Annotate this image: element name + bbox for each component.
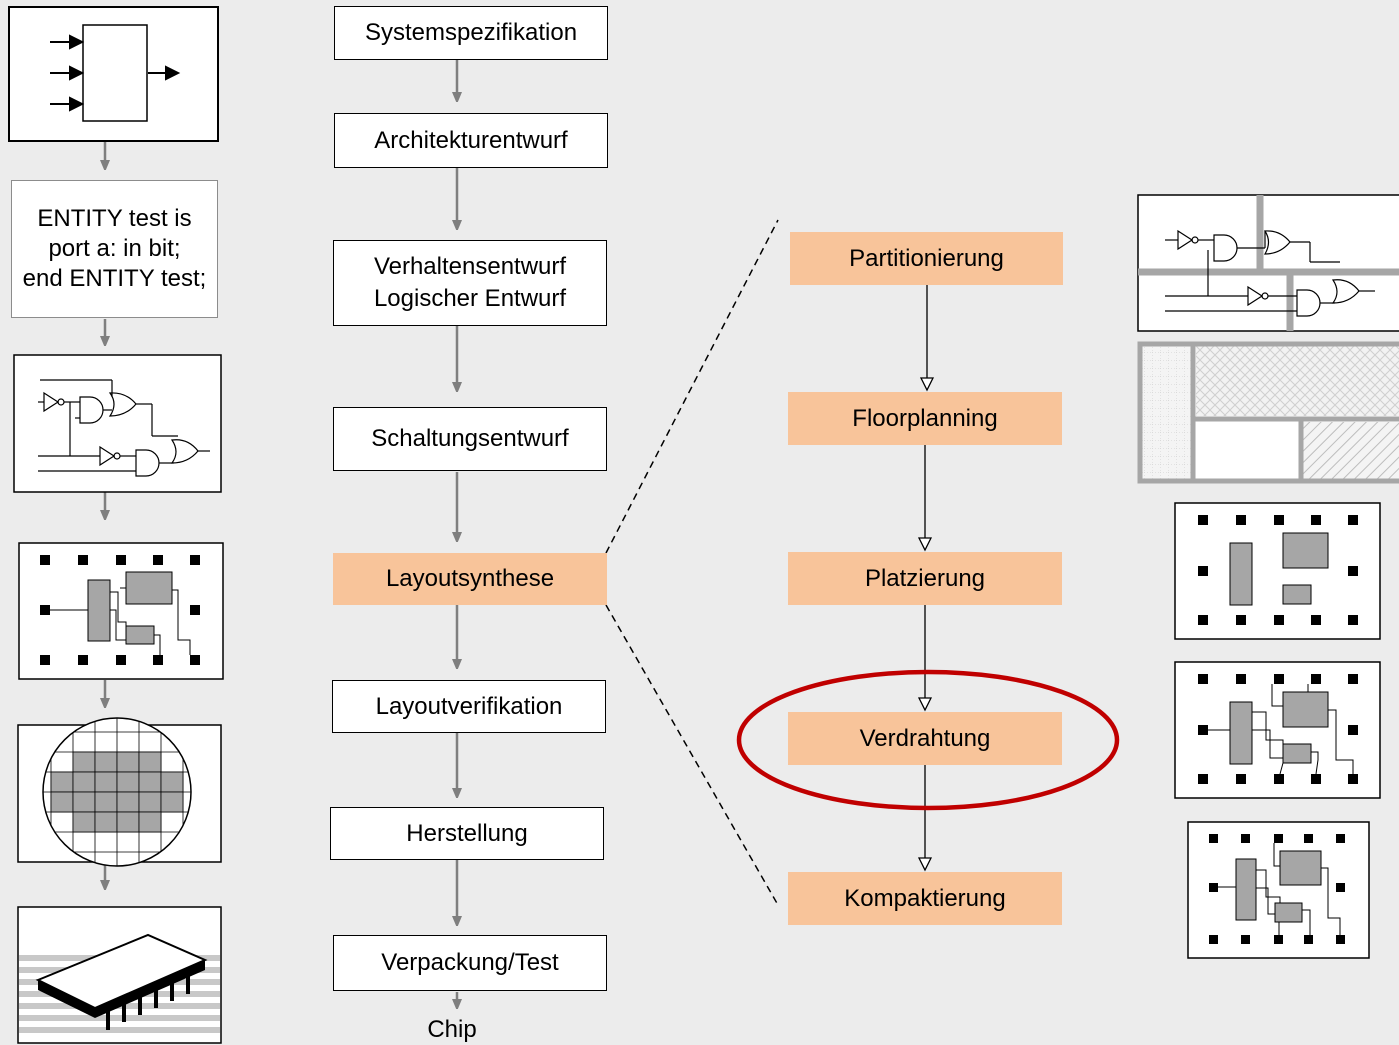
step-verpackung: Verpackung/Test — [333, 935, 607, 991]
step-architekturentwurf: Architekturentwurf — [334, 113, 608, 168]
step-layoutsynthese: Layoutsynthese — [333, 553, 607, 605]
wafer-picture — [17, 717, 222, 867]
synthesis-verdrahtung: Verdrahtung — [788, 712, 1062, 765]
zoom-lines — [605, 219, 779, 906]
gate-schematic-picture — [13, 354, 222, 493]
step-layoutverifikation: Layoutverifikation — [332, 680, 606, 733]
step-schaltungsentwurf: Schaltungsentwurf — [333, 407, 607, 471]
step-label: Layoutverifikation — [375, 692, 563, 720]
routed-layout-picture-1 — [1174, 661, 1381, 799]
step-systemspezifikation: Systemspezifikation — [334, 6, 608, 60]
step-label: Herstellung — [406, 819, 528, 847]
synthesis-platzierung: Platzierung — [788, 552, 1062, 605]
step-label: Architekturentwurf — [374, 126, 568, 154]
step-verhaltensentwurf: Verhaltensentwurf Logischer Entwurf — [333, 240, 607, 326]
compacted-layout-picture — [1187, 821, 1370, 959]
partitioned-schematic-picture — [1137, 194, 1399, 332]
placement-layout-picture-left — [18, 542, 224, 680]
step-label: Verpackung/Test — [381, 949, 559, 976]
packaged-chip-picture — [17, 906, 222, 1044]
synthesis-label: Verdrahtung — [859, 724, 991, 752]
synthesis-label: Platzierung — [864, 564, 986, 592]
highlight-ellipse — [736, 669, 1120, 811]
chip-label: Chip — [427, 1016, 477, 1043]
synthesis-label: Partitionierung — [849, 244, 1004, 272]
vhdl-code-box: ENTITY test is port a: in bit; end ENTIT… — [11, 180, 218, 318]
synthesis-label: Floorplanning — [852, 404, 998, 432]
step-label: Verhaltensentwurf Logischer Entwurf — [373, 253, 567, 312]
synthesis-arrows — [925, 285, 927, 870]
step-herstellung: Herstellung — [330, 807, 604, 860]
step-label: Systemspezifikation — [364, 19, 578, 46]
vhdl-code-text: ENTITY test is port a: in bit; end ENTIT… — [22, 205, 207, 292]
block-symbol-picture — [8, 6, 219, 142]
synthesis-label: Kompaktierung — [844, 884, 1006, 912]
step-label: Layoutsynthese — [385, 565, 555, 592]
floorplan-picture — [1137, 341, 1399, 484]
synthesis-partitionierung: Partitionierung — [790, 232, 1063, 285]
placement-picture-right — [1174, 502, 1381, 640]
synthesis-floorplanning: Floorplanning — [788, 392, 1062, 445]
synthesis-kompaktierung: Kompaktierung — [788, 872, 1062, 925]
step-label: Schaltungsentwurf — [371, 425, 569, 452]
